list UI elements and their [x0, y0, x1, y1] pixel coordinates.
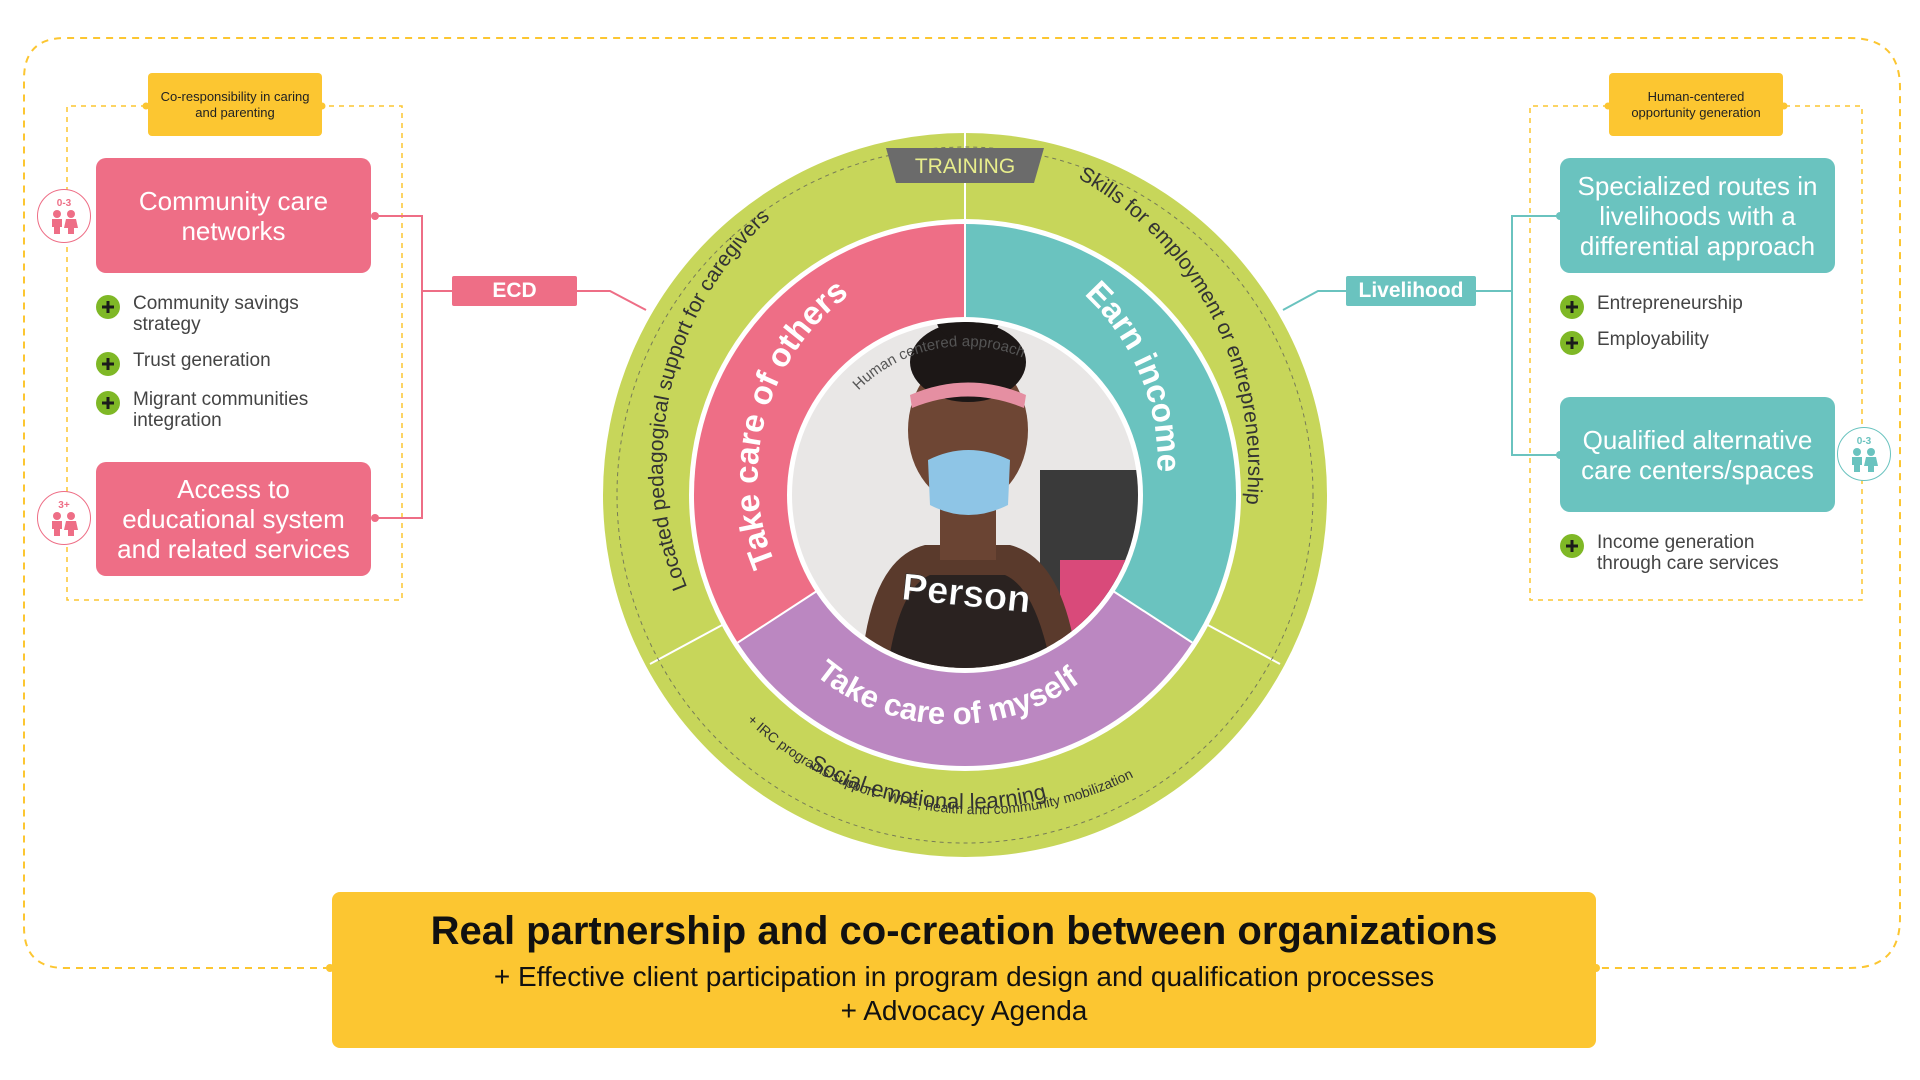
outer-frame [23, 37, 1901, 969]
training-tab [886, 148, 1044, 183]
list-item: Migrant communities integration [96, 389, 356, 431]
livelihood-label: Livelihood [1346, 276, 1476, 306]
left-bracket [375, 215, 423, 519]
children-icon [52, 511, 78, 536]
plus-icon [96, 295, 120, 319]
list-item: Entrepreneurship [1560, 293, 1820, 319]
plus-icon [1560, 331, 1584, 355]
qualified-care-centers-box: Qualified alternative care centers/space… [1560, 397, 1835, 512]
plus-icon [1560, 295, 1584, 319]
children-icon [1852, 447, 1878, 472]
kid-age-badge-0-3: 0-3 [37, 189, 91, 243]
plus-icon [96, 391, 120, 415]
banner-title: Real partnership and co-creation between… [430, 909, 1498, 953]
children-icon [52, 209, 78, 234]
community-care-networks-box: Community care networks [96, 158, 371, 273]
person-photo [792, 322, 1138, 668]
left-tag: Co-responsibility in caring and parentin… [148, 73, 322, 136]
specialized-routes-box: Specialized routes in livelihoods with a… [1560, 158, 1835, 273]
plus-icon [96, 352, 120, 376]
list-item: Community savings strategy [96, 293, 356, 335]
plus-icon [1560, 534, 1584, 558]
banner-line-3: + Advocacy Agenda [840, 995, 1088, 1026]
left-frame [66, 105, 403, 601]
access-to-education-box: Access to educational system and related… [96, 462, 371, 576]
list-item: Employability [1560, 329, 1820, 355]
training-label: TRAINING [915, 155, 1015, 178]
right-tag: Human-centered opportunity generation [1609, 73, 1783, 136]
ecd-label: ECD [452, 276, 577, 306]
list-item: Income generation through care services [1560, 532, 1800, 574]
right-bracket [1511, 215, 1560, 456]
banner-line-2: + Effective client participation in prog… [493, 961, 1435, 992]
kid-age-badge-0-3-right: 0-3 [1837, 427, 1891, 481]
partnership-banner: Real partnership and co-creation between… [332, 892, 1596, 1048]
kid-age-badge-3-plus: 3+ [37, 491, 91, 545]
list-item: Trust generation [96, 350, 356, 376]
right-frame [1529, 105, 1863, 601]
